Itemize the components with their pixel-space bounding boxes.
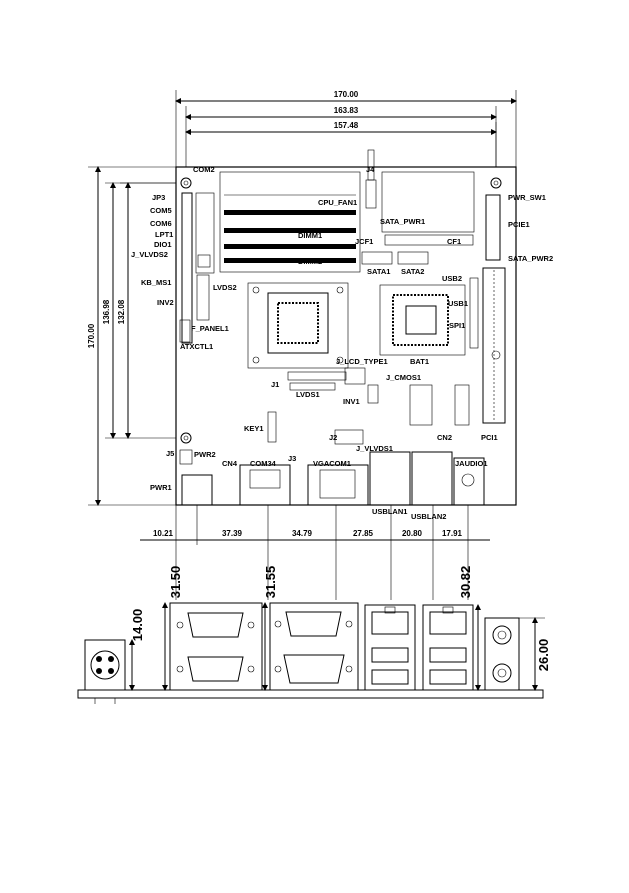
label-j5: J5 [166, 449, 174, 458]
label-j-vlvds2: J_VLVDS2 [131, 250, 168, 259]
label-com5: COM5 [150, 206, 172, 215]
dim-top-170: 170.00 [334, 90, 359, 99]
label-j4: J4 [366, 165, 375, 174]
label-lvds1: LVDS1 [296, 390, 320, 399]
dim-vga-height: 31.55 [263, 566, 278, 599]
label-j-lcd-type1: J_LCD_TYPE1 [336, 357, 388, 366]
dim-bottom-4: 27.85 [353, 529, 374, 538]
board-labels: COM2 JP3 COM5 COM6 LPT1 DIO1 J_VLVDS2 KB… [131, 165, 553, 521]
label-pwr1: PWR1 [150, 483, 172, 492]
label-com6: COM6 [150, 219, 172, 228]
dim-com-height: 31.50 [168, 566, 183, 599]
label-pwr-sw1: PWR_SW1 [508, 193, 546, 202]
label-com2: COM2 [193, 165, 215, 174]
dim-bottom-1: 10.21 [153, 529, 174, 538]
dim-power-height: 14.00 [130, 609, 145, 642]
label-j-cmos1: J_CMOS1 [386, 373, 421, 382]
board-outline [175, 166, 517, 506]
label-pwr2: PWR2 [194, 450, 216, 459]
label-j1: J1 [271, 380, 279, 389]
label-jaudio1: JAUDIO1 [455, 459, 488, 468]
label-j3: J3 [288, 454, 296, 463]
label-usb1: USB1 [448, 299, 468, 308]
label-inv1: INV1 [343, 397, 360, 406]
label-kb-ms1: KB_MS1 [141, 278, 171, 287]
dim-left-136: 136.98 [102, 299, 111, 324]
label-sata1: SATA1 [367, 267, 390, 276]
label-usblan2: USBLAN2 [411, 512, 446, 521]
label-atxctl1: ATXCTL1 [180, 342, 213, 351]
label-usblan1: USBLAN1 [372, 507, 407, 516]
label-usb2: USB2 [442, 274, 462, 283]
label-dimm1: DIMM1 [298, 231, 322, 240]
label-dio1: DIO1 [154, 240, 172, 249]
label-j2: J2 [329, 433, 337, 442]
label-sata-pwr1: SATA_PWR1 [380, 217, 425, 226]
dim-bottom-5: 20.80 [402, 529, 423, 538]
label-lpt1: LPT1 [155, 230, 173, 239]
dim-left-132: 132.08 [117, 299, 126, 324]
label-sata-pwr2: SATA_PWR2 [508, 254, 553, 263]
label-jp3: JP3 [152, 193, 165, 202]
dim-top-163: 163.83 [334, 106, 359, 115]
bottom-dimensions: 10.21 37.39 34.79 27.85 20.80 17.91 [140, 505, 490, 545]
dim-bottom-6: 17.91 [442, 529, 463, 538]
label-cpu-fan1: CPU_FAN1 [318, 198, 357, 207]
label-pcie1: PCIE1 [508, 220, 530, 229]
dim-bottom-3: 34.79 [292, 529, 313, 538]
dim-left-170: 170.00 [87, 323, 96, 348]
label-sata2: SATA2 [401, 267, 424, 276]
label-j-vlvds1: J_VLVDS1 [356, 444, 393, 453]
left-dimensions: 170.00 136.98 132.08 [87, 166, 180, 506]
label-key1: KEY1 [244, 424, 264, 433]
label-inv2: INV2 [157, 298, 174, 307]
top-dimensions: 170.00 163.83 157.48 [175, 90, 517, 180]
label-cf1: CF1 [447, 237, 461, 246]
board-components [179, 149, 506, 506]
label-dimm2: DIMM2 [298, 257, 322, 266]
dim-top-157: 157.48 [334, 121, 359, 130]
label-lvds2: LVDS2 [213, 283, 237, 292]
dim-audio-height: 26.00 [536, 639, 551, 672]
label-pci1: PCI1 [481, 433, 498, 442]
dim-bottom-2: 37.39 [222, 529, 243, 538]
label-cn4: CN4 [222, 459, 238, 468]
label-com34: COM34 [250, 459, 277, 468]
dim-lan-height: 30.82 [458, 566, 473, 599]
label-spi1: SPI1 [449, 321, 465, 330]
label-bat1: BAT1 [410, 357, 429, 366]
label-cn2: CN2 [437, 433, 452, 442]
label-jcf1: JCF1 [355, 237, 373, 246]
label-vgacom1: VGACOM1 [313, 459, 351, 468]
label-f-panel1: F_PANEL1 [191, 324, 229, 333]
io-rear-view: 14.00 31.50 31.55 30.82 [77, 545, 551, 704]
